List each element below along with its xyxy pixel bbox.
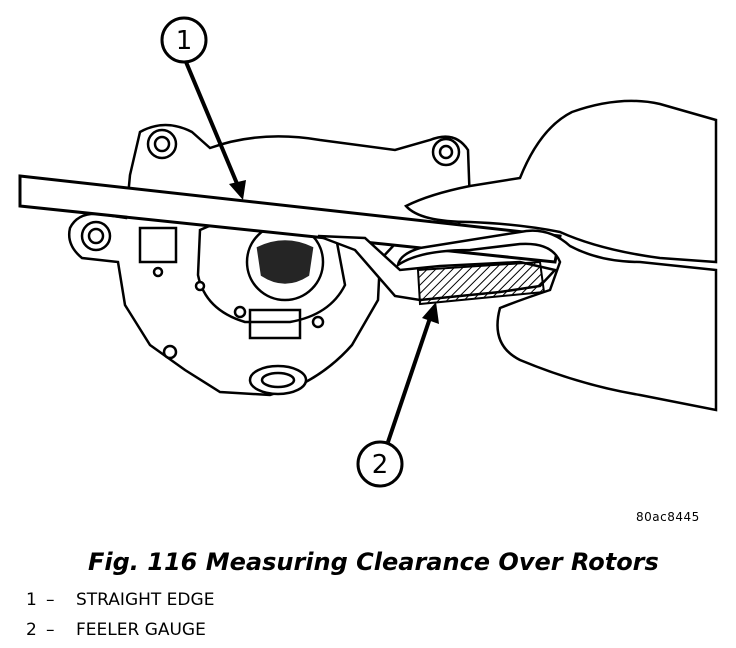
image-code: 80ac8445: [636, 510, 700, 524]
legend-label: STRAIGHT EDGE: [76, 590, 215, 610]
legend-separator: –: [46, 590, 55, 610]
figure-caption: Fig. 116 Measuring Clearance Over Rotors: [88, 548, 659, 576]
oil-pump-illustration: 1 2: [18, 16, 718, 488]
hand-upper: [403, 99, 718, 264]
legend-number: 1: [26, 590, 37, 610]
callout-1-number: 1: [176, 26, 193, 56]
straight-edge: [18, 174, 562, 264]
callout-2-number: 2: [372, 450, 389, 480]
callout-1: 1: [160, 16, 246, 200]
hand-lower: [396, 229, 718, 412]
legend-number: 2: [26, 620, 37, 640]
legend-label: FEELER GAUGE: [76, 620, 206, 640]
legend-item-straight-edge: 1– STRAIGHT EDGE: [26, 590, 214, 610]
legend-separator: –: [46, 620, 55, 640]
legend-item-feeler-gauge: 2– FEELER GAUGE: [26, 620, 206, 640]
callout-2: 2: [356, 302, 439, 488]
